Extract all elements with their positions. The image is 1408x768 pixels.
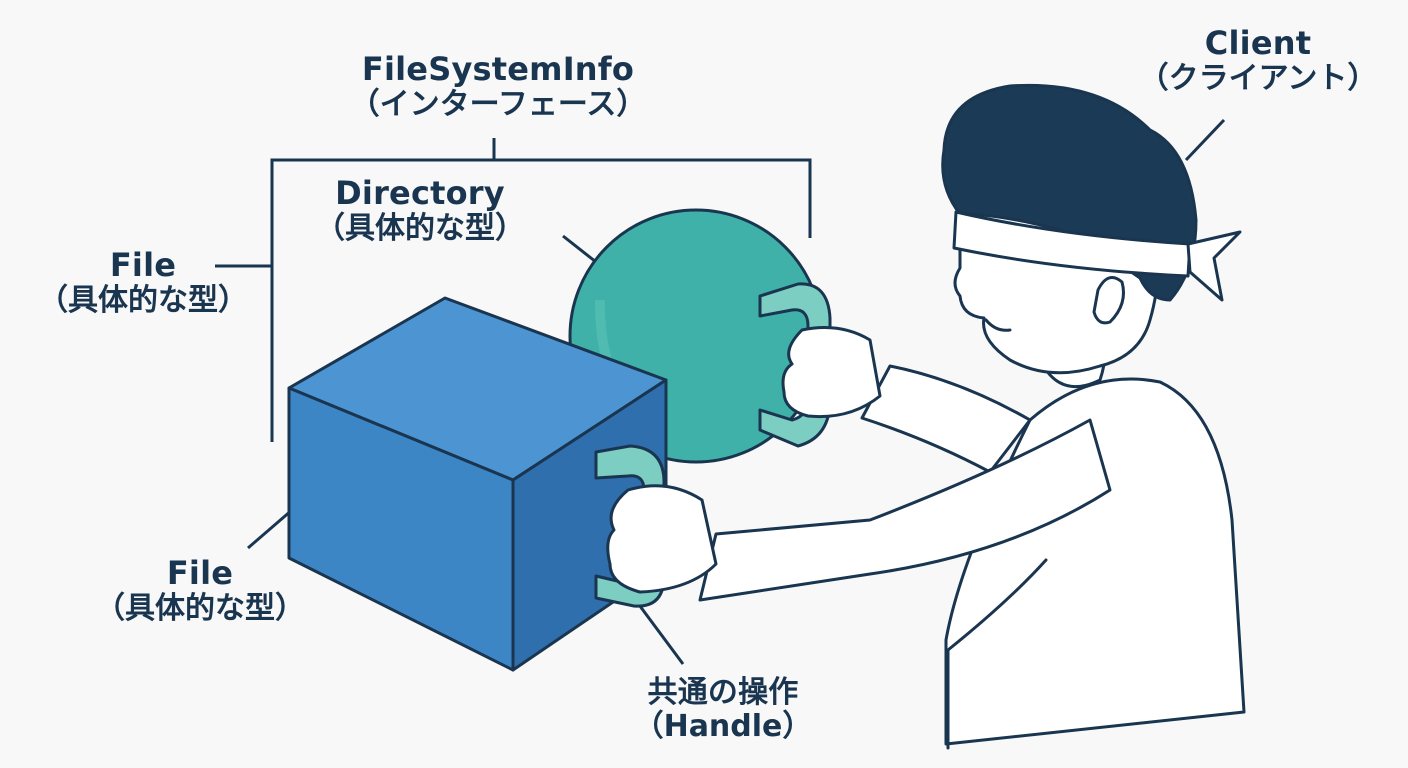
client-back-hand: [781, 326, 882, 419]
label-directory-name: Directory: [335, 174, 505, 212]
label-file-top-name: File: [109, 246, 177, 284]
leader-client: [1184, 118, 1226, 162]
label-file-bottom: File （具体的な型）: [95, 554, 305, 626]
leader-handle: [632, 597, 685, 665]
label-interface-kind: （インターフェース）: [349, 86, 647, 122]
label-interface: FileSystemInfo （インターフェース）: [349, 50, 647, 122]
client-back-arm: [860, 364, 1032, 474]
label-client: Client （クライアント）: [1138, 24, 1378, 96]
cube-front-face: [287, 386, 515, 672]
label-file-bottom-name: File: [166, 554, 234, 592]
client-front-hand: [606, 484, 718, 594]
label-file-top-kind: （具体的な型）: [38, 282, 248, 318]
label-client-name: Client: [1204, 24, 1312, 62]
client-blindfold: [952, 210, 1192, 278]
client-front-arm: [698, 418, 1112, 602]
label-directory-kind: （具体的な型）: [315, 210, 525, 246]
file-cube: [287, 296, 668, 672]
label-client-kind: （クライアント）: [1138, 60, 1378, 96]
label-handle-name: 共通の操作: [647, 675, 799, 710]
client-figure: [606, 83, 1246, 750]
label-file-bottom-kind: （具体的な型）: [95, 590, 305, 626]
label-file-top: File （具体的な型）: [38, 246, 248, 318]
label-directory: Directory （具体的な型）: [315, 174, 525, 246]
label-handle-kind: （Handle）: [633, 708, 813, 744]
interface-bracket: [270, 138, 812, 442]
label-interface-name: FileSystemInfo: [361, 50, 635, 88]
leader-directory: [562, 234, 597, 264]
leader-file-bottom: [247, 508, 293, 550]
leader-lines: [215, 118, 1226, 665]
label-handle: 共通の操作 （Handle）: [634, 676, 813, 743]
